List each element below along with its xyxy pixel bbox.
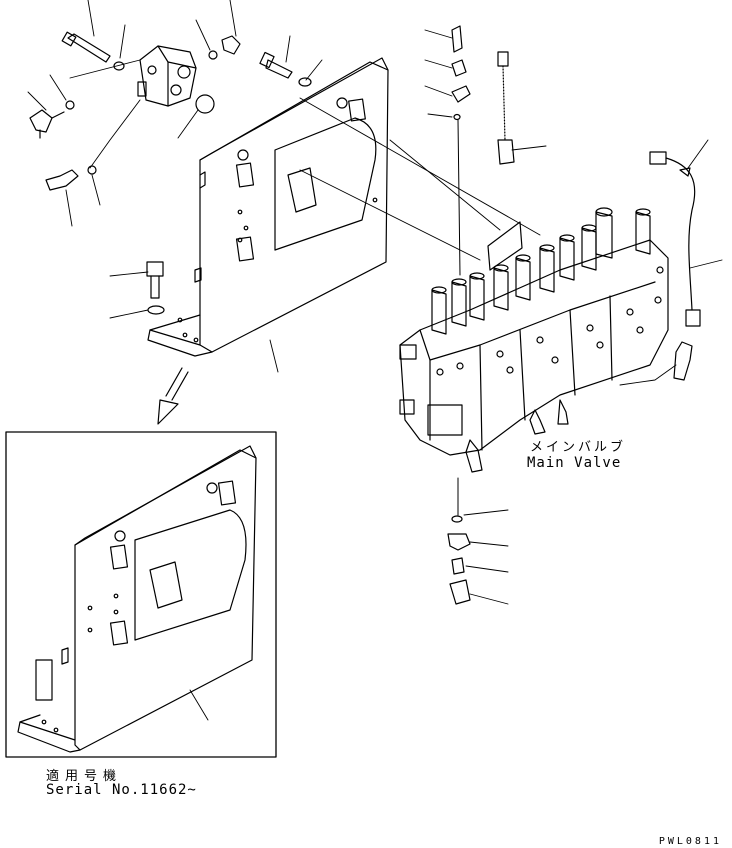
main-valve-label-en: Main Valve: [527, 455, 622, 471]
drawing-code: PWL0811: [658, 836, 722, 847]
main-valve: [399, 207, 669, 473]
fittings-bottom: [447, 477, 471, 605]
inset-frame: [5, 431, 277, 758]
fittings-top-center: [451, 25, 515, 276]
main-valve-label-jp: メインバルブ: [530, 440, 627, 455]
leader-lines: [27, 0, 723, 605]
inset-bracket-plate: [17, 445, 257, 753]
bracket-plate: [147, 57, 389, 357]
serial-label-en: Serial No.11662~: [46, 782, 197, 798]
detail-arrow: [157, 367, 189, 425]
pressure-sensor: [649, 151, 701, 381]
bolt-washer: [146, 261, 165, 315]
solenoid-block: [137, 45, 197, 107]
serial-label-jp: 適用号機: [46, 769, 123, 784]
fittings-top-left: [29, 31, 312, 191]
